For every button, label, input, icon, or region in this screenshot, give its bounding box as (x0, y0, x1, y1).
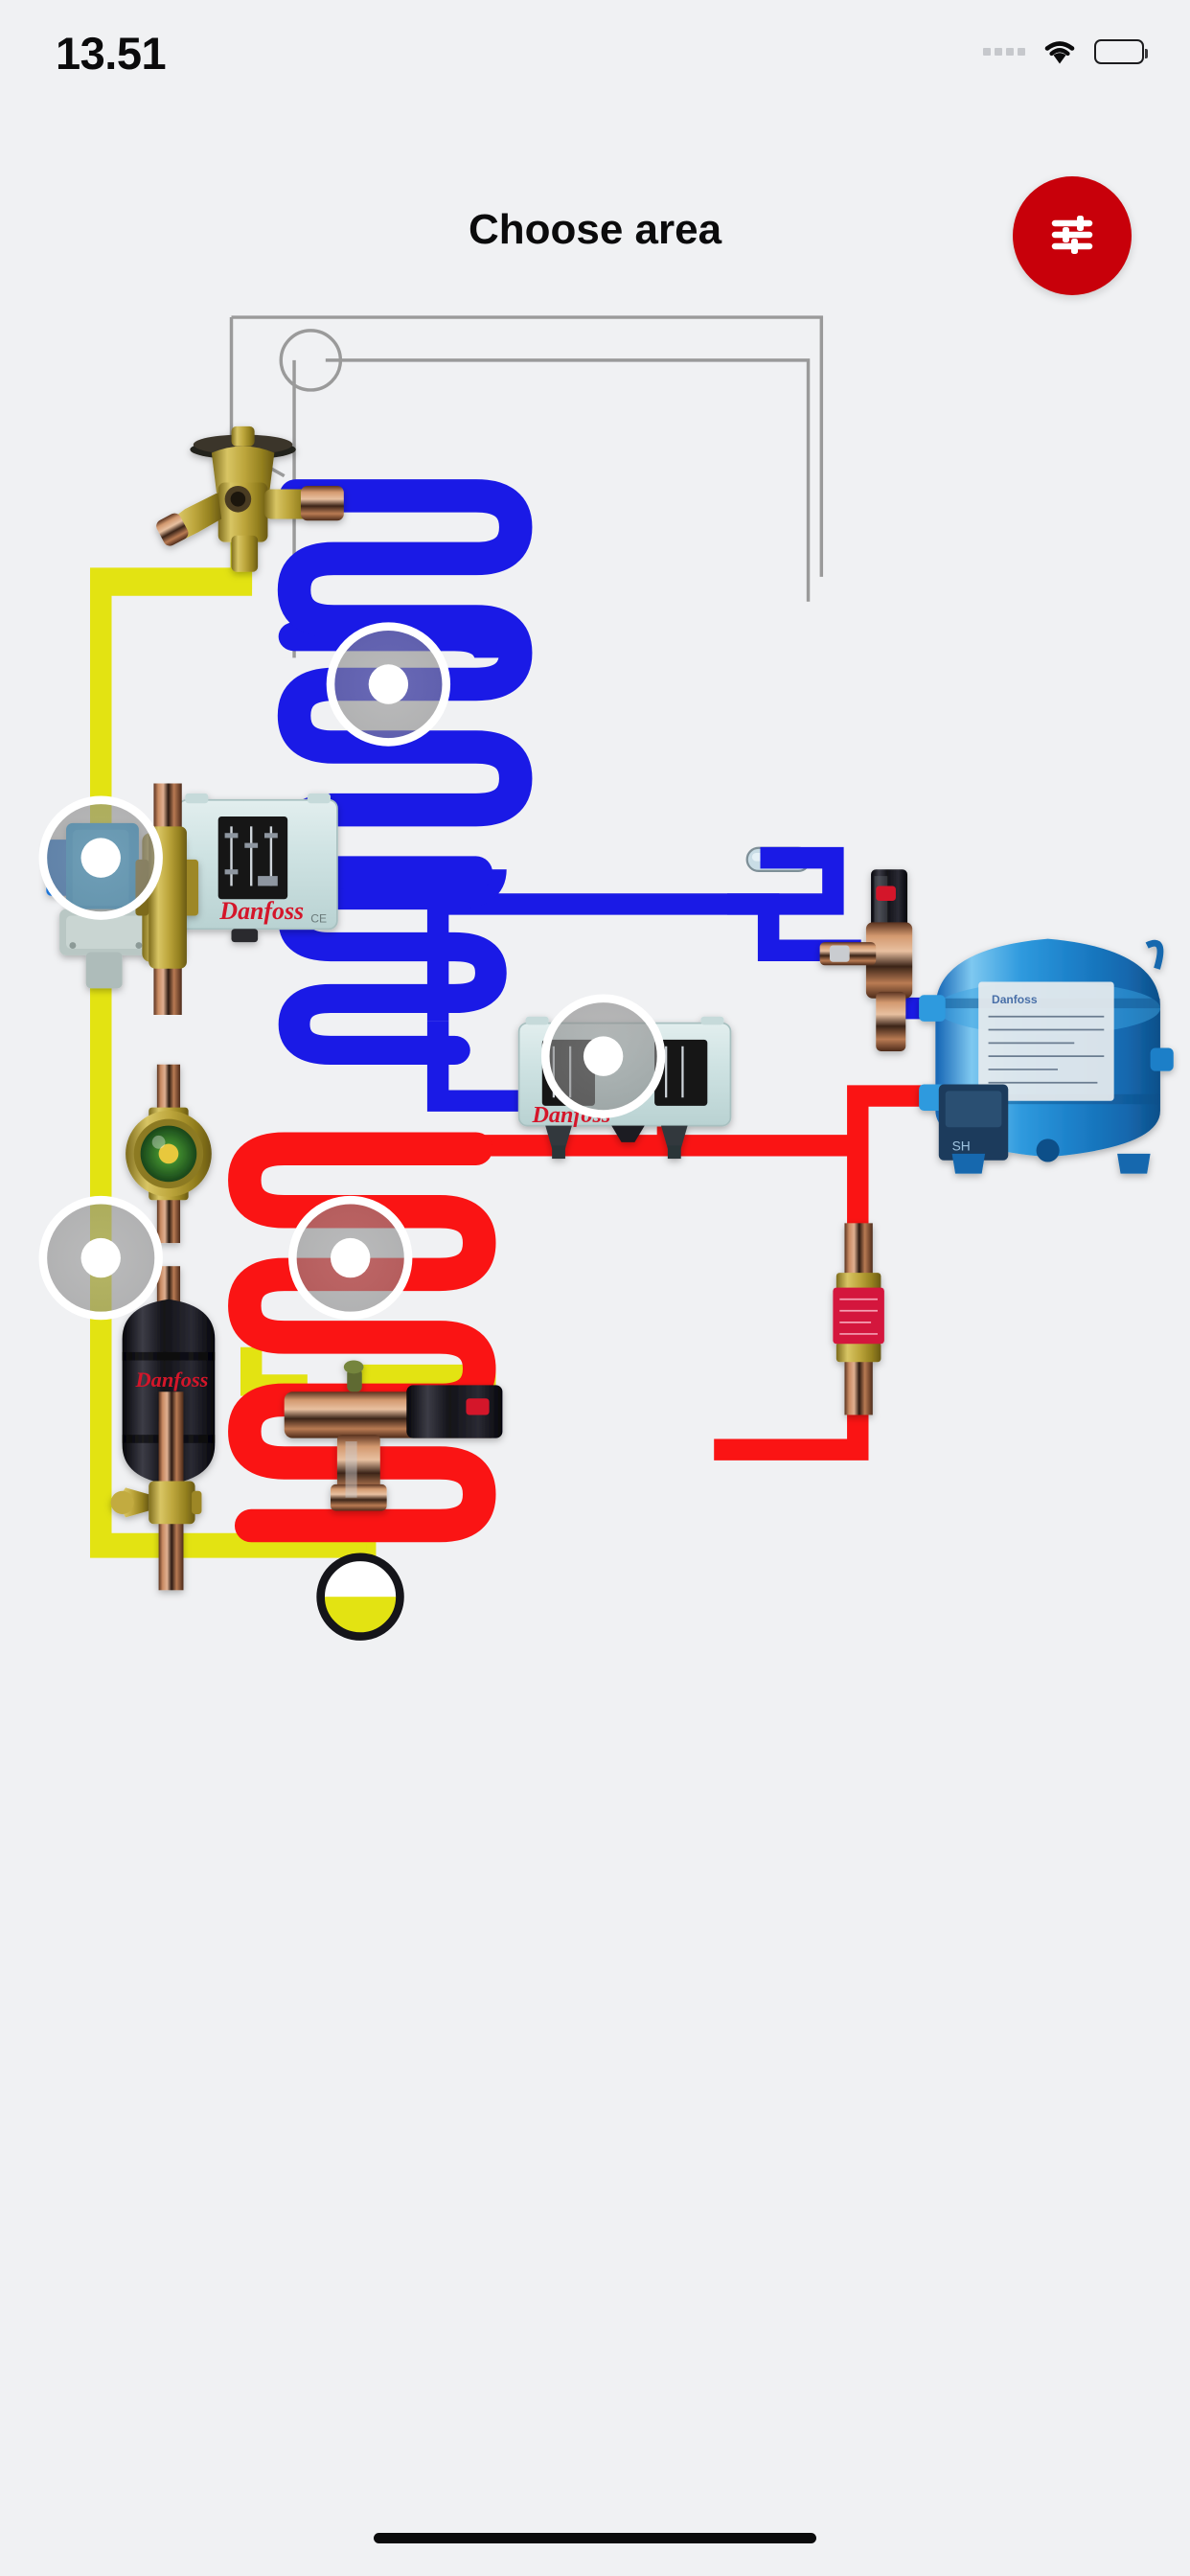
hotspot-compressor-circle[interactable] (540, 994, 666, 1118)
level-indicator[interactable] (316, 1552, 404, 1641)
page-title: Choose area (468, 206, 722, 253)
hotspot-solenoid-valve[interactable] (38, 795, 163, 920)
hotspot-filter-drier[interactable] (38, 1195, 163, 1321)
home-indicator (374, 2533, 816, 2543)
check-valve[interactable] (833, 1223, 884, 1415)
ball-valve[interactable] (110, 1392, 202, 1591)
status-bar-time: 13.51 (56, 28, 167, 79)
wifi-icon (1041, 38, 1078, 65)
hotspot-evaporator[interactable] (326, 622, 451, 747)
danfoss-logo: Danfoss (218, 897, 304, 925)
liquid-receiver[interactable] (284, 1360, 503, 1511)
signal-dots-icon (983, 48, 1025, 56)
thermostatic-expansion-valve[interactable] (154, 426, 344, 572)
sight-glass[interactable] (126, 1064, 212, 1244)
svg-text:CE: CE (310, 911, 327, 925)
pressure-switch-single[interactable]: Danfoss CE (177, 793, 338, 943)
svg-text:SH: SH (952, 1138, 971, 1153)
filter-settings-button[interactable] (1013, 176, 1132, 295)
suction-accumulator[interactable] (819, 869, 913, 1051)
suction-line-to-accum (727, 893, 861, 961)
sensing-bulb-top-icon (279, 329, 343, 392)
refrigeration-circuit-diagram[interactable]: Danfoss CE Danfoss (0, 288, 1190, 2281)
svg-text:Danfoss: Danfoss (992, 993, 1038, 1006)
status-bar-indicators (983, 38, 1148, 65)
sliders-settings-icon (1043, 206, 1101, 266)
status-bar: 13.51 (0, 0, 1190, 105)
hotspot-condenser[interactable] (288, 1195, 413, 1321)
compressor[interactable]: Danfoss SH (919, 938, 1174, 1174)
battery-icon (1094, 39, 1148, 64)
danfoss-logo-drier: Danfoss (134, 1368, 208, 1392)
